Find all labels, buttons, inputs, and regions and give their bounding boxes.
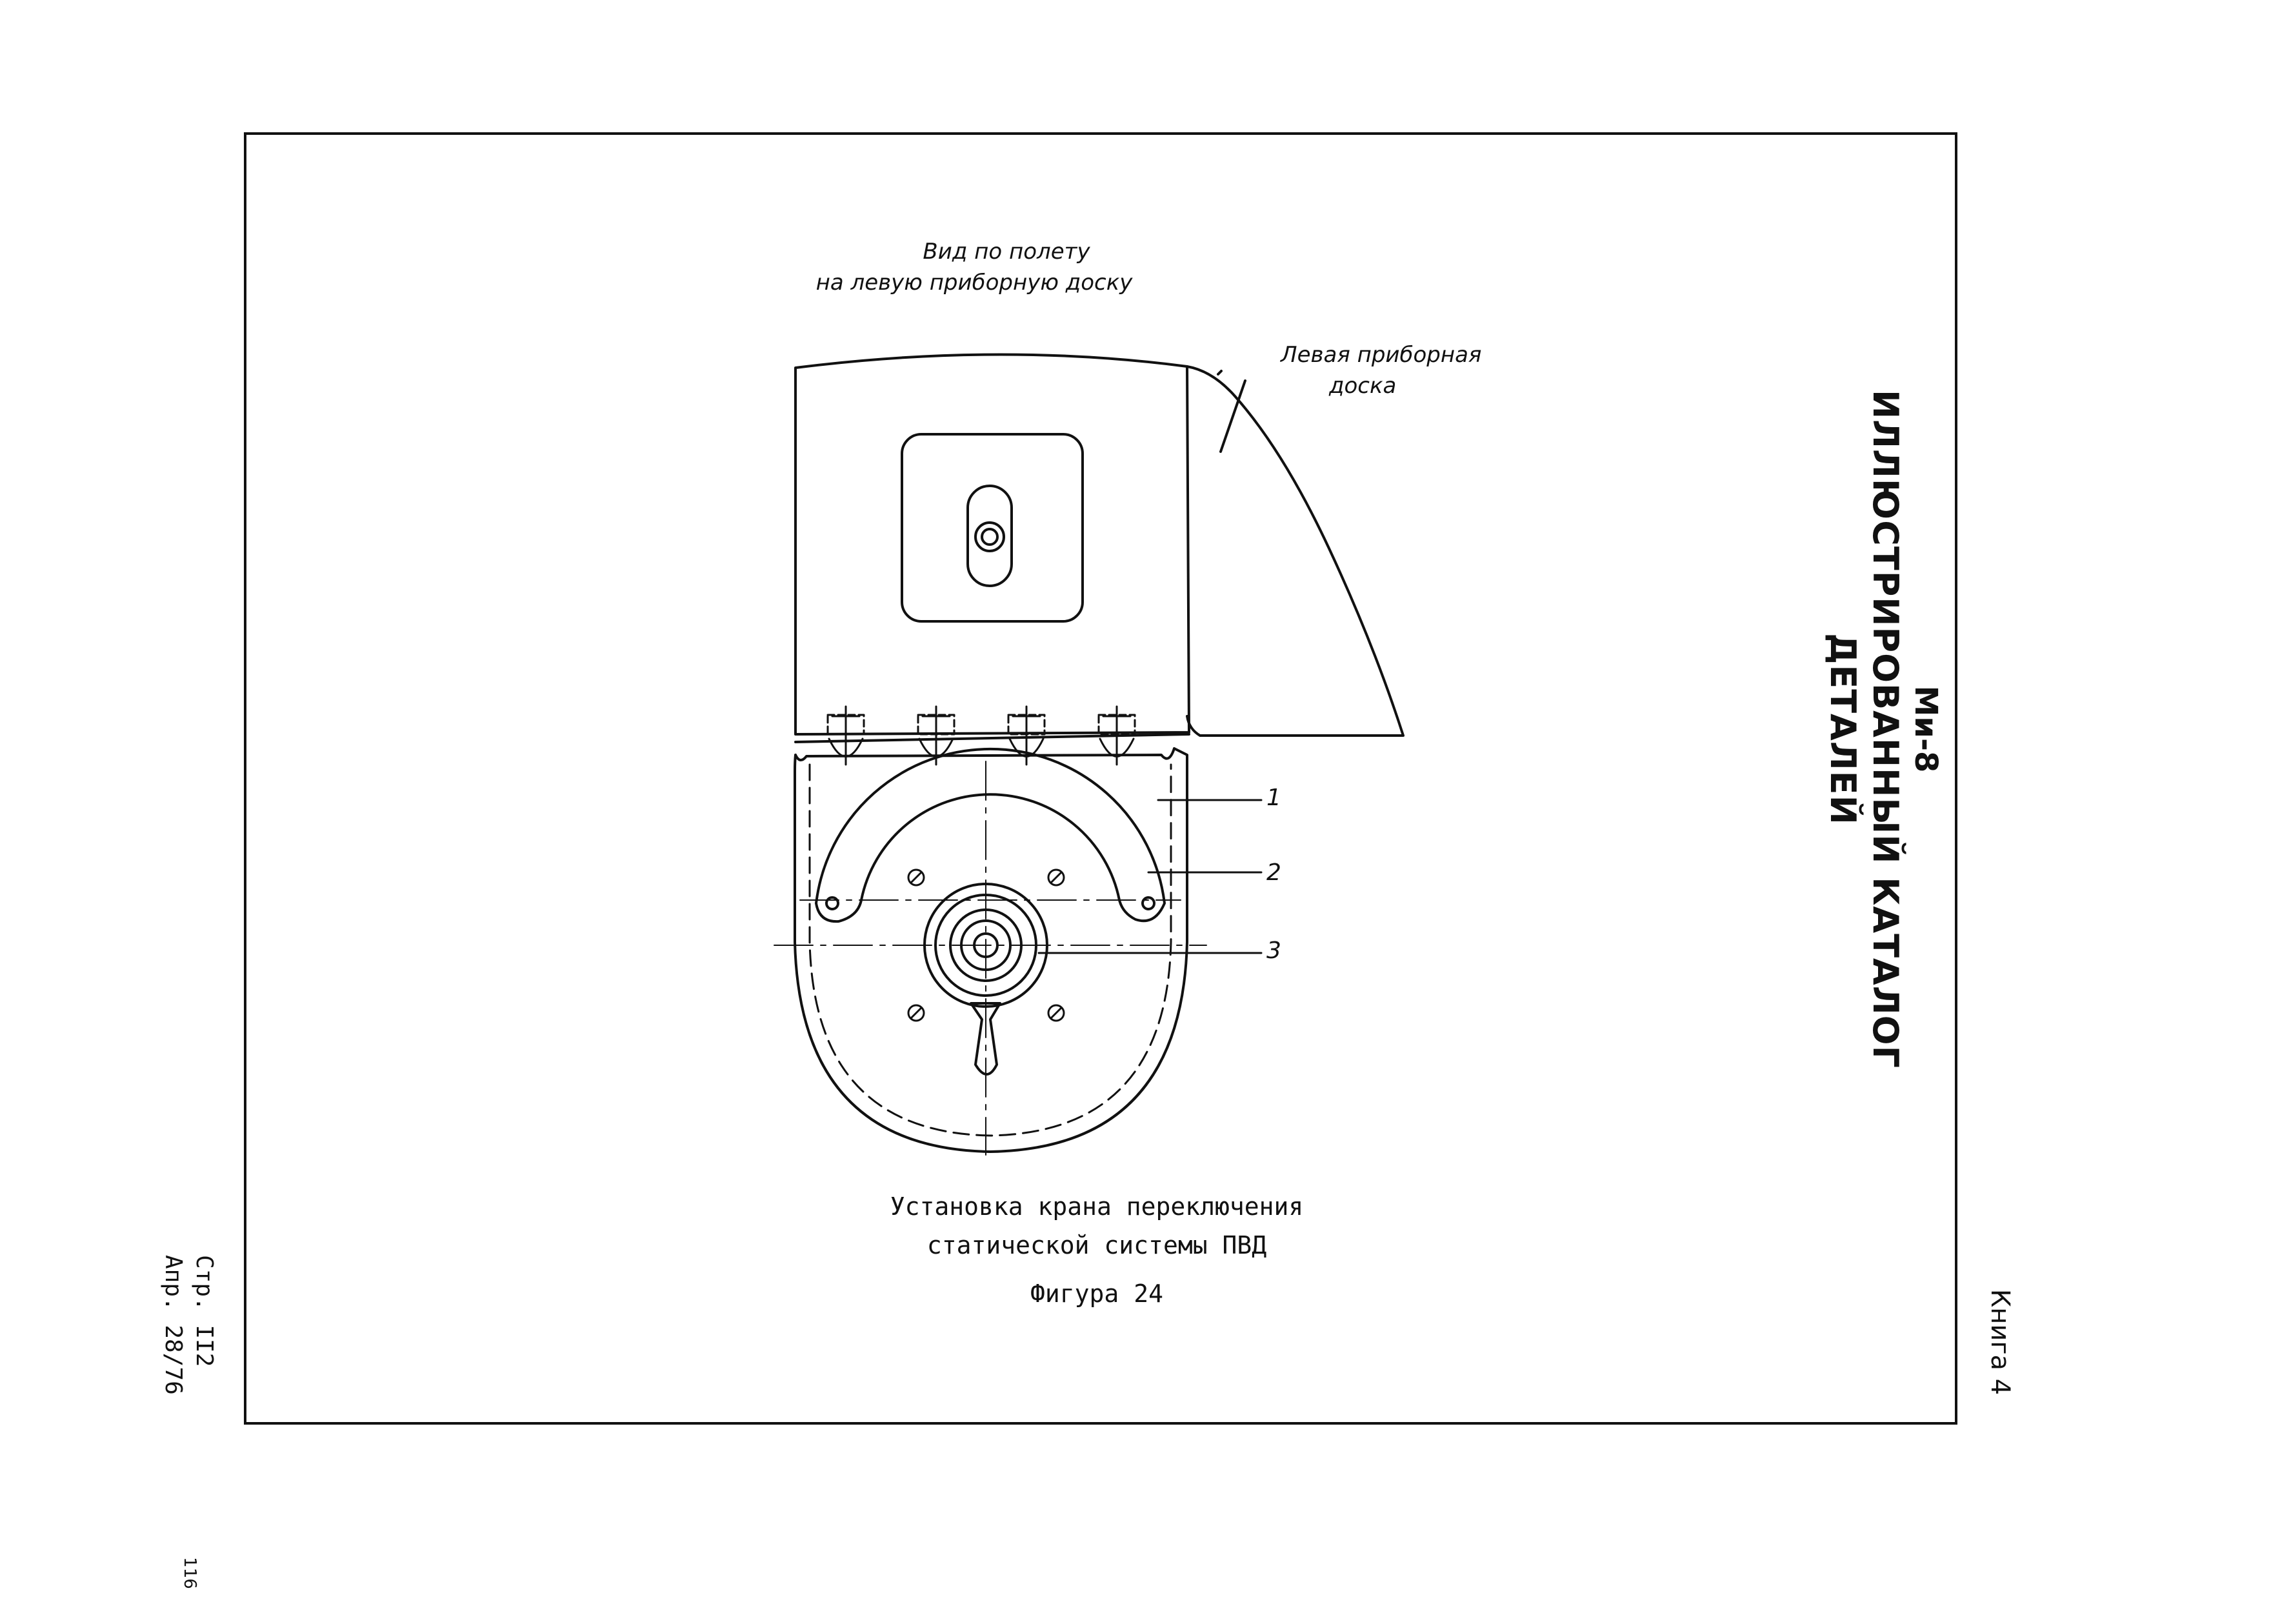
caption-line1: Установка крана переключения	[890, 1192, 1304, 1221]
square-opening	[901, 433, 1084, 623]
joint-line	[794, 733, 1190, 743]
catalog-title: ИЛЛЮСТРИРОВАННЫЙ КАТАЛОГ ДЕТАЛЕЙ	[1823, 389, 1906, 1068]
figure-number: Фигура 24	[1030, 1279, 1163, 1308]
left-panel-outline	[1186, 365, 1405, 737]
slot-knob-inner	[981, 528, 999, 546]
page-frame	[244, 132, 1957, 1425]
page-info: Стр. II2 Апр. 28/76	[148, 1255, 219, 1436]
valve-screws	[907, 868, 1065, 1022]
bracket-outline	[794, 747, 1188, 1153]
book-number: Книга 4	[1985, 1288, 2015, 1396]
callout-2: 2	[1266, 859, 1281, 886]
panel-label-line1: Левая приборная	[1281, 342, 1482, 368]
callout-3: 3	[1266, 937, 1281, 964]
bracket-inner-dashed	[808, 763, 1172, 1137]
page-number: Стр. II2	[191, 1255, 217, 1367]
caption-line2: статической системы ПВД	[926, 1231, 1267, 1259]
revision-date: Апр. 28/76	[160, 1255, 186, 1395]
sheet-number: 116	[180, 1557, 199, 1589]
valve-handle	[970, 1002, 1001, 1076]
catalog-header: Ми-8 ИЛЛЮСТРИРОВАННЫЙ КАТАЛОГ ДЕТАЛЕЙ	[1823, 310, 1945, 1148]
panel-label-line2: доска	[1329, 373, 1397, 399]
slot	[966, 485, 1013, 587]
model-name: Ми-8	[1908, 685, 1944, 773]
panel-plate-outline	[794, 353, 1190, 736]
view-label-line1: Вид по полету	[923, 239, 1090, 265]
callout-1: 1	[1266, 785, 1281, 811]
center-lines	[774, 761, 1207, 1156]
slot-knob-outer	[974, 521, 1005, 552]
panel-leader-line	[1217, 370, 1223, 376]
view-label-line2: на левую приборную доску	[815, 270, 1133, 296]
arc-plate	[815, 747, 1166, 923]
